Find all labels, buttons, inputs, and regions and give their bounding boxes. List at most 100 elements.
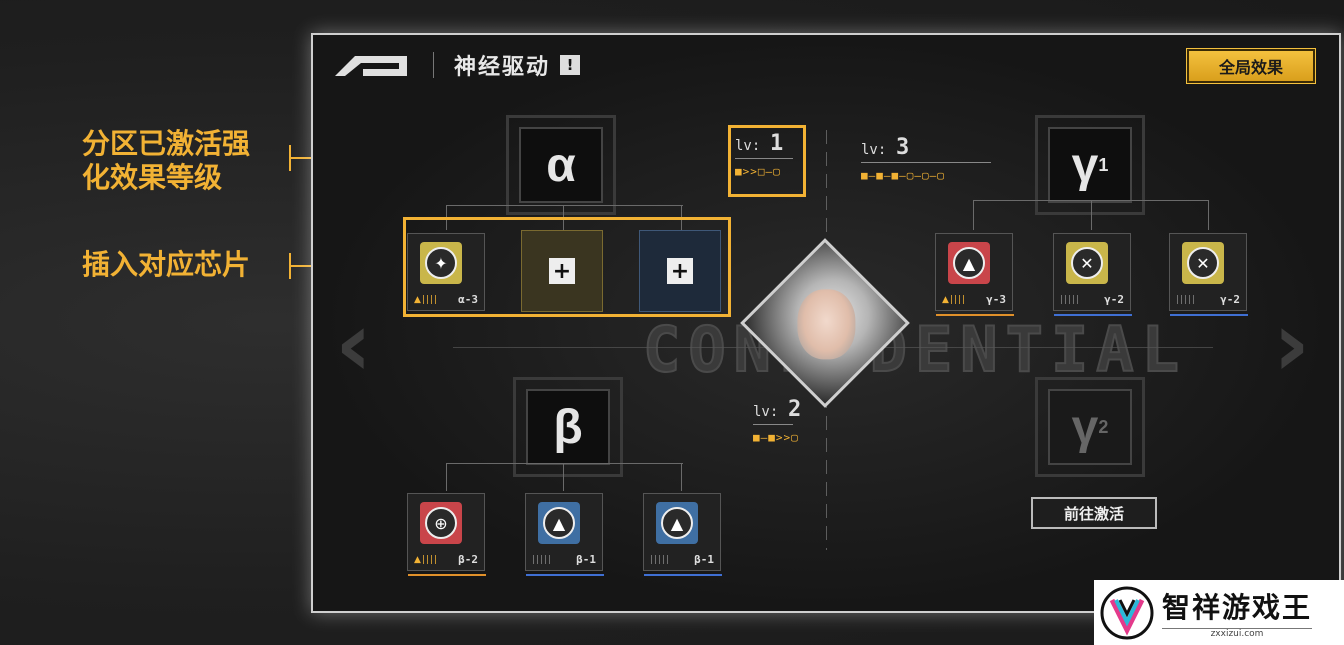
activate-button[interactable]: 前往激活: [1031, 497, 1157, 529]
gamma1-chip-2-rarity: |||||: [1060, 295, 1081, 305]
crosshair-icon: ⊕: [425, 507, 457, 539]
gamma1-chip-2[interactable]: ✕ ||||| γ-2: [1053, 233, 1132, 316]
alpha-chip-1[interactable]: ✦ ▲|||| α-3: [407, 233, 485, 311]
beta-zone-emblem[interactable]: β: [513, 377, 623, 477]
gamma1-level-value: 3: [895, 135, 910, 160]
gamma1-chip-1-rarity: ▲||||: [942, 295, 967, 305]
gamma1-level-underline: [861, 162, 991, 163]
annotation-chip-note: 插入对应芯片: [82, 248, 251, 281]
header: 神经驱动 !: [333, 45, 581, 85]
gamma1-level-track: ■—■—■—▢—▢—▢: [861, 169, 945, 182]
alpha-level-label: lv:: [735, 138, 761, 154]
gamma1-chip-2-code: γ-2: [1104, 293, 1124, 306]
swords-icon: ✕: [1187, 247, 1219, 279]
beta-level-block: lv: 2 ■—■>>▢: [753, 397, 801, 444]
annotation-level-note: 分区已激活强 化效果等级: [82, 127, 250, 195]
gamma1-chip-2-core: ✕: [1066, 242, 1108, 284]
beta-chip-3-underline: [644, 574, 722, 576]
beta-chip-3-core: ▲: [656, 502, 698, 544]
gamma1-chip-1-code: γ-3: [986, 293, 1006, 306]
beta-level-label: lv:: [753, 404, 779, 420]
page-title: 神经驱动: [454, 55, 551, 80]
alpha-chip-slot-2[interactable]: +: [521, 230, 603, 312]
beta-chip-3[interactable]: ▲ ||||| β-1: [643, 493, 722, 576]
gamma1-connector-right: [1208, 200, 1209, 230]
beta-chip-1[interactable]: ⊕ ▲|||| β-2: [407, 493, 486, 576]
gamma1-chip-3-core: ✕: [1182, 242, 1224, 284]
plus-icon: +: [667, 258, 693, 284]
gamma1-chip-1[interactable]: ▲ ▲|||| γ-3: [935, 233, 1014, 316]
site-watermark-text: 智祥游戏王 zxxizui.com: [1162, 586, 1313, 639]
beta-chip-1-rarity: ▲||||: [414, 555, 439, 565]
alpha-chip-1-code: α-3: [458, 293, 478, 306]
beta-chip-1-core: ⊕: [420, 502, 462, 544]
gamma1-chip-1-core: ▲: [948, 242, 990, 284]
site-url: zxxizui.com: [1162, 628, 1313, 639]
beta-chip-2[interactable]: ▲ ||||| β-1: [525, 493, 604, 576]
gamma2-glyph-sub: 2: [1098, 416, 1109, 437]
beta-chip-2-rarity: |||||: [532, 555, 553, 565]
game-screen: 神经驱动 ! 全局效果 CONFIDENTIAL ‹ › α lv: 1 ■>>…: [311, 33, 1341, 613]
info-icon[interactable]: !: [560, 55, 581, 75]
gamma1-level-block: lv: 3 ■—■—■—▢—▢—▢: [861, 135, 991, 182]
beta-level-value: 2: [787, 397, 802, 422]
beta-chip-3-code: β-1: [694, 553, 714, 566]
beta-level-track: ■—■>>▢: [753, 431, 799, 444]
header-divider: [433, 52, 434, 78]
beta-chip-2-core: ▲: [538, 502, 580, 544]
gamma1-connector-left: [973, 200, 974, 230]
alpha-level-underline: [735, 158, 793, 159]
gamma2-glyph-main: γ: [1071, 400, 1099, 454]
capsule-icon: ✦: [425, 247, 457, 279]
beta-connector-mid: [563, 463, 564, 491]
gamma1-chip-2-underline: [1054, 314, 1132, 316]
next-page-arrow-icon[interactable]: ›: [1273, 292, 1311, 397]
beta-connector-right: [681, 463, 682, 491]
gamma1-glyph-sub: 1: [1098, 154, 1109, 175]
gamma1-level-label: lv:: [861, 142, 887, 158]
beta-level-underline: [753, 424, 793, 425]
gamma1-chip-1-underline: [936, 314, 1014, 316]
swords-icon: ✕: [1071, 247, 1103, 279]
site-logo-icon: [1100, 586, 1154, 640]
beta-chip-2-code: β-1: [576, 553, 596, 566]
alpha-connector-main: [446, 205, 683, 206]
alpha-level-block: lv: 1 ■>>□—▢: [735, 131, 793, 178]
site-name: 智祥游戏王: [1162, 591, 1313, 624]
alpha-chip-slot-3[interactable]: +: [639, 230, 721, 312]
gamma1-chip-3[interactable]: ✕ ||||| γ-2: [1169, 233, 1248, 316]
plus-icon: +: [549, 258, 575, 284]
gamma1-connector-mid: [1091, 200, 1092, 230]
beta-glyph: β: [526, 389, 610, 465]
gamma1-chip-3-underline: [1170, 314, 1248, 316]
annotation-level-line2: 化效果等级: [82, 161, 223, 194]
speed-icon: ▲: [661, 507, 693, 539]
back-arrow-icon[interactable]: [333, 52, 413, 78]
beta-chip-3-rarity: |||||: [650, 555, 671, 565]
chip-slots-highlight-box: [403, 217, 731, 317]
gamma1-glyph-main: γ: [1071, 138, 1099, 192]
global-effect-button[interactable]: 全局效果: [1186, 48, 1316, 84]
alpha-zone-emblem[interactable]: α: [506, 115, 616, 215]
beta-connector-left: [446, 463, 447, 491]
alpha-chip-1-rarity: ▲||||: [414, 295, 439, 305]
annotation-level-line1: 分区已激活强: [82, 127, 251, 160]
gamma1-chip-3-code: γ-2: [1220, 293, 1240, 306]
gamma1-chip-3-rarity: |||||: [1176, 295, 1197, 305]
shield-icon: ▲: [953, 247, 985, 279]
speed-icon: ▲: [543, 507, 575, 539]
level-highlight-box: [728, 125, 806, 197]
alpha-chip-1-core: ✦: [420, 242, 462, 284]
alpha-level-value: 1: [769, 131, 784, 156]
alpha-level-track: ■>>□—▢: [735, 165, 781, 178]
site-watermark: 智祥游戏王 zxxizui.com: [1094, 580, 1344, 645]
beta-chip-2-underline: [526, 574, 604, 576]
beta-chip-1-code: β-2: [458, 553, 478, 566]
alpha-glyph: α: [519, 127, 603, 203]
beta-chip-1-underline: [408, 574, 486, 576]
prev-page-arrow-icon[interactable]: ‹: [335, 292, 373, 397]
